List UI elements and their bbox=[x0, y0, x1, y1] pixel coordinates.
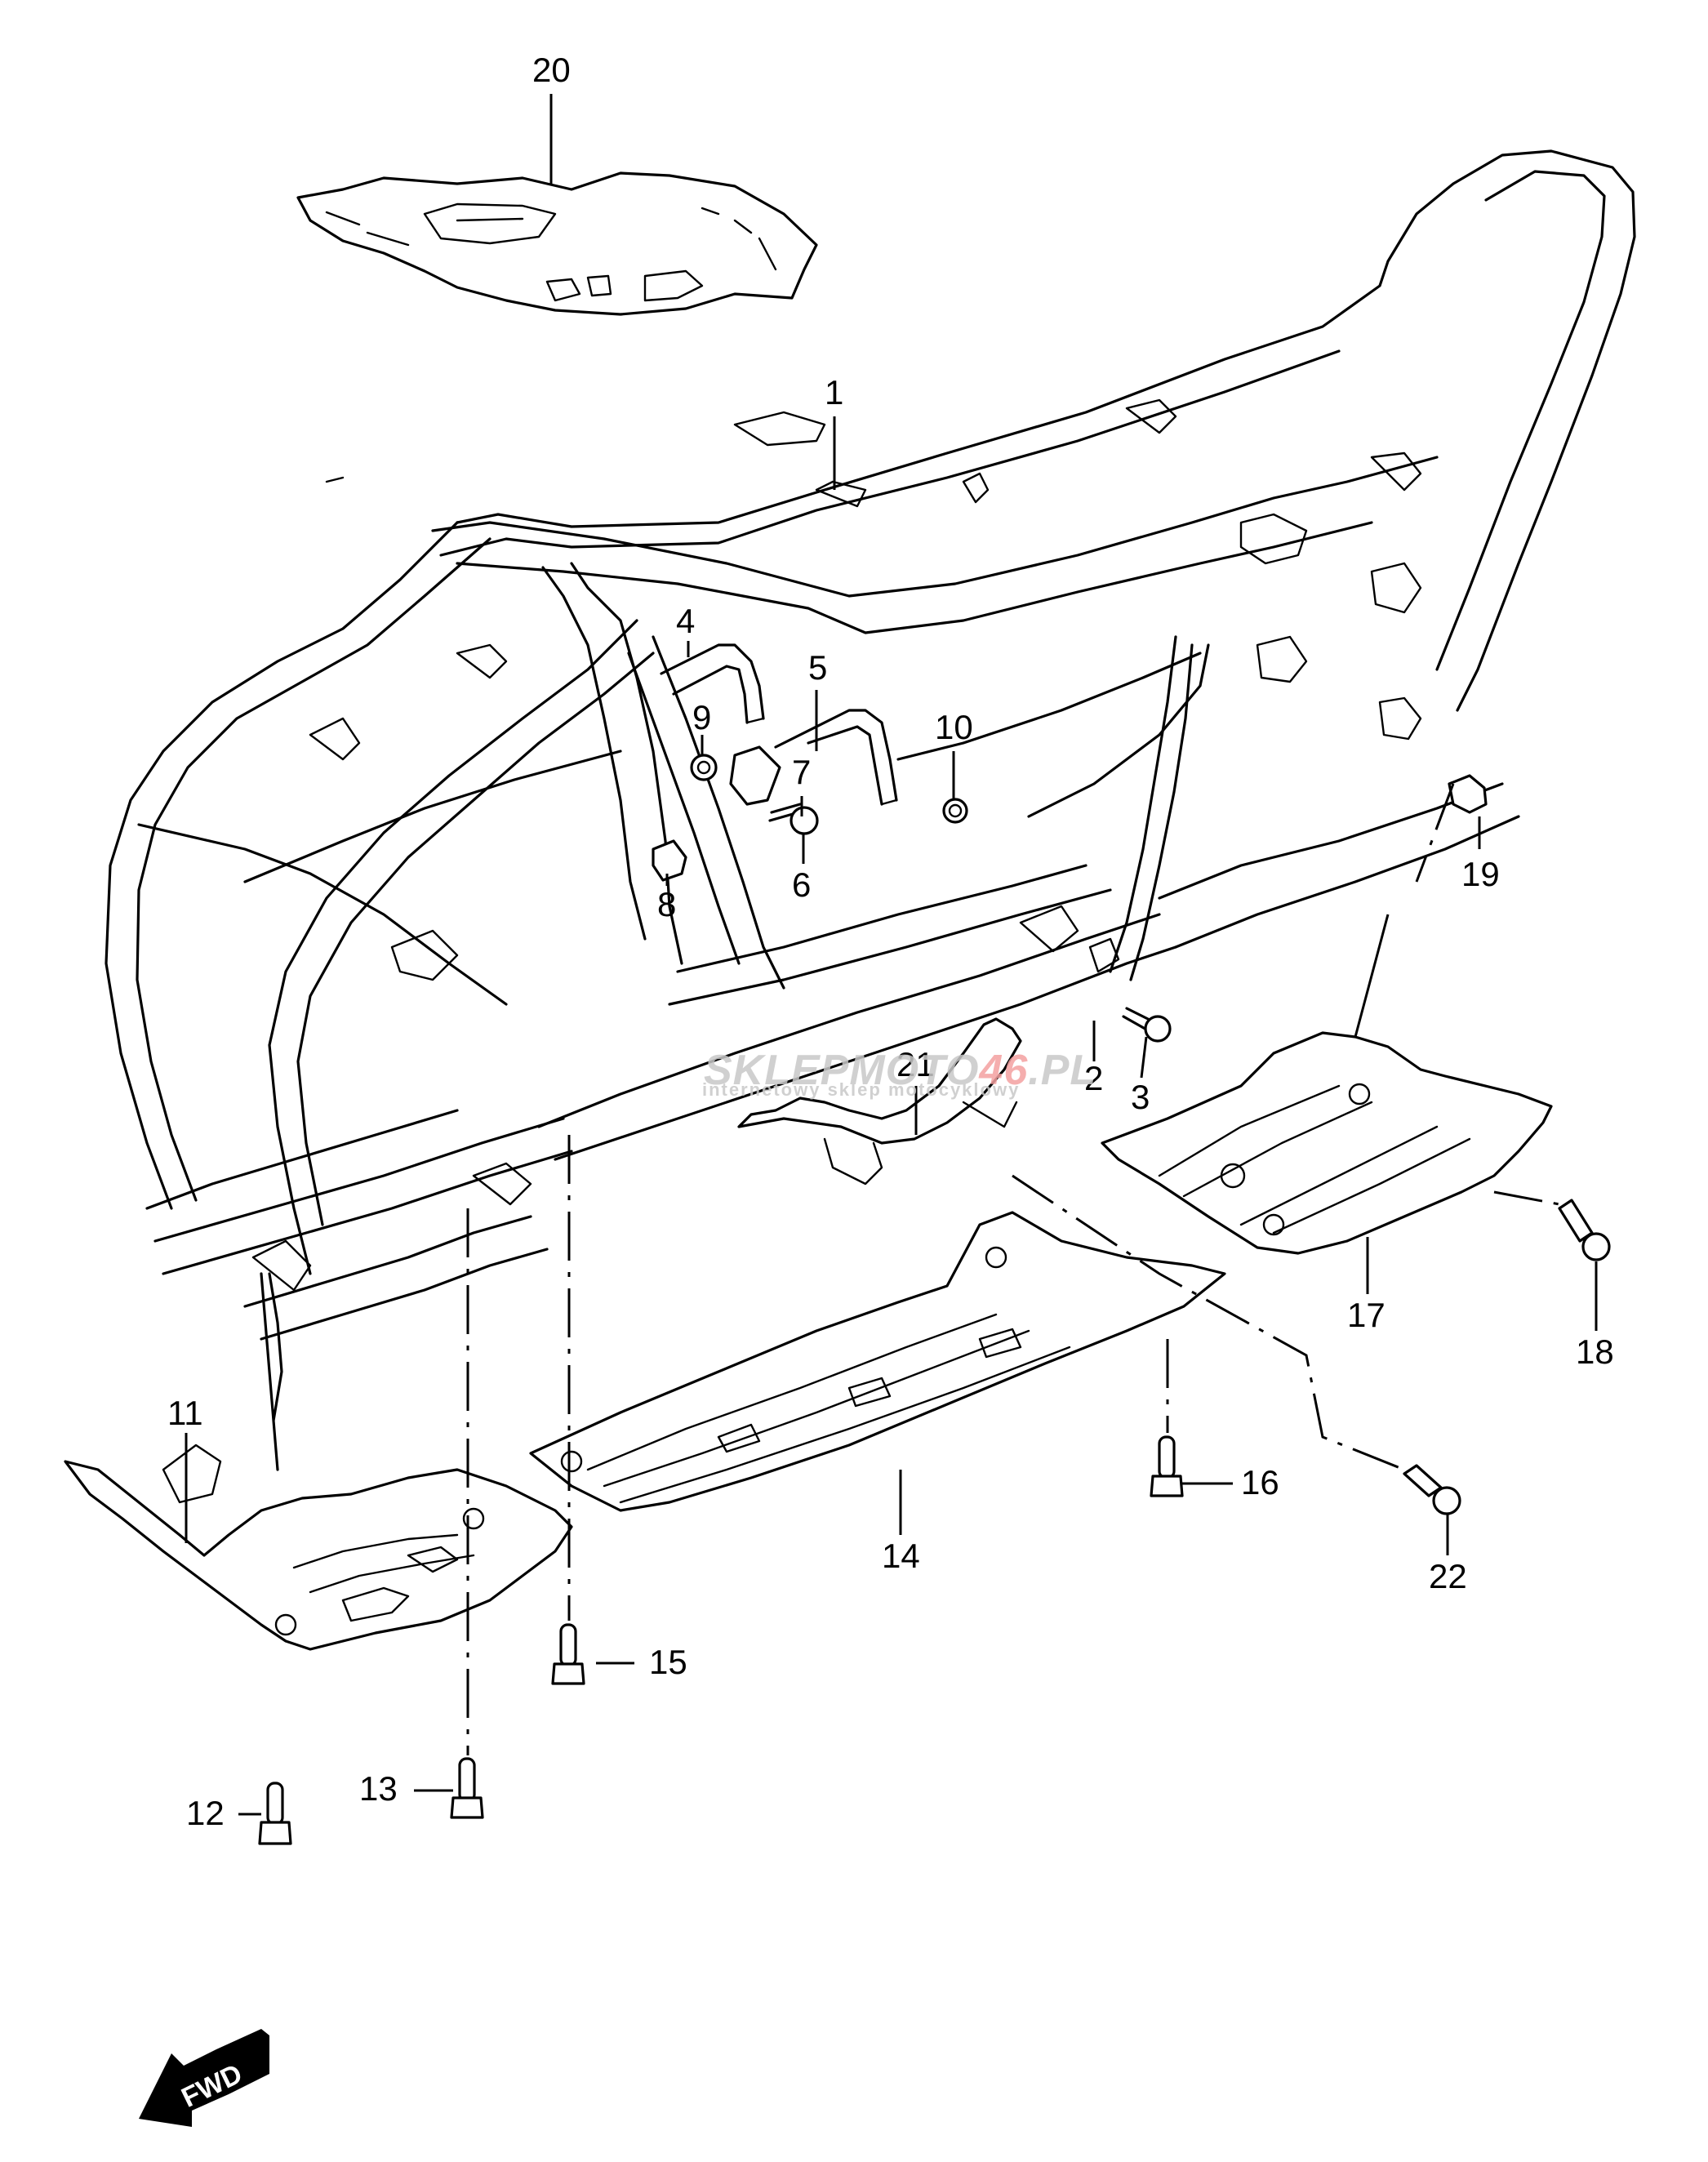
callout-2: 2 bbox=[1084, 1059, 1103, 1097]
svg-text:SKLEPMOTO46.PL: SKLEPMOTO46.PL bbox=[704, 1047, 1096, 1094]
callout-6: 6 bbox=[792, 865, 811, 904]
part-15-bolt[interactable] bbox=[551, 1623, 585, 1685]
part-13-bolt[interactable] bbox=[450, 1757, 484, 1819]
part-17-footrest-right[interactable] bbox=[1101, 1031, 1553, 1255]
callout-10: 10 bbox=[935, 708, 973, 746]
callout-1: 1 bbox=[825, 373, 843, 411]
watermark-text-3: .PL bbox=[1028, 1047, 1096, 1094]
callout-9: 9 bbox=[692, 698, 711, 736]
part-7-bushing[interactable] bbox=[729, 745, 781, 806]
part-18-bolt[interactable] bbox=[1558, 1199, 1611, 1261]
watermark: SKLEPMOTO46.PL internetowy sklep motocyk… bbox=[702, 1047, 1096, 1100]
watermark-text-2: 46 bbox=[978, 1047, 1028, 1094]
callout-22: 22 bbox=[1429, 1557, 1467, 1595]
callout-18: 18 bbox=[1576, 1332, 1614, 1371]
watermark-tagline: internetowy sklep motocyklowy bbox=[702, 1079, 1020, 1100]
part-8-collar[interactable] bbox=[652, 839, 687, 882]
alignment-lines bbox=[466, 783, 1560, 1755]
callout-17: 17 bbox=[1347, 1296, 1386, 1334]
callout-13: 13 bbox=[359, 1769, 398, 1808]
callout-16: 16 bbox=[1241, 1463, 1279, 1501]
part-20-top-cover[interactable] bbox=[296, 171, 818, 316]
forward-arrow-icon: FWD bbox=[139, 2029, 269, 2127]
part-14-footrest-left[interactable] bbox=[529, 1211, 1226, 1512]
part-12-bolt[interactable] bbox=[258, 1782, 292, 1845]
part-3-bolt[interactable] bbox=[1122, 1007, 1172, 1043]
part-6-bolt[interactable] bbox=[768, 803, 819, 835]
callout-21: 21 bbox=[896, 1045, 935, 1083]
part-1-main-frame[interactable] bbox=[105, 149, 1636, 1504]
callout-4: 4 bbox=[676, 602, 695, 640]
callouts: 20 1 4 5 9 7 10 6 8 19 2 3 21 17 18 11 1… bbox=[167, 51, 1614, 1832]
callout-5: 5 bbox=[808, 648, 827, 687]
callout-7: 7 bbox=[792, 753, 811, 791]
callout-8: 8 bbox=[657, 885, 676, 923]
part-11-skid-plate[interactable] bbox=[64, 1460, 573, 1651]
callout-14: 14 bbox=[882, 1537, 920, 1575]
callout-12: 12 bbox=[186, 1794, 225, 1832]
part-5-u-bracket[interactable] bbox=[774, 709, 898, 806]
part-16-bolt[interactable] bbox=[1150, 1435, 1184, 1497]
watermark-text-1: SKLEPMOTO bbox=[704, 1047, 979, 1094]
part-22-bolt[interactable] bbox=[1403, 1464, 1461, 1515]
part-19-bushing[interactable] bbox=[1448, 774, 1488, 814]
callout-3: 3 bbox=[1131, 1078, 1150, 1116]
leader-lines bbox=[185, 94, 1598, 1816]
callout-15: 15 bbox=[649, 1643, 687, 1681]
part-2-subframe-bracket[interactable] bbox=[1088, 937, 1120, 973]
part-10-nut[interactable] bbox=[942, 798, 968, 824]
part-9-nut[interactable] bbox=[690, 754, 718, 781]
part-21-guard[interactable] bbox=[737, 1017, 1022, 1186]
callout-19: 19 bbox=[1461, 855, 1500, 893]
callout-20: 20 bbox=[532, 51, 571, 89]
part-4-u-bracket[interactable] bbox=[660, 643, 765, 724]
callout-11: 11 bbox=[167, 1394, 203, 1432]
